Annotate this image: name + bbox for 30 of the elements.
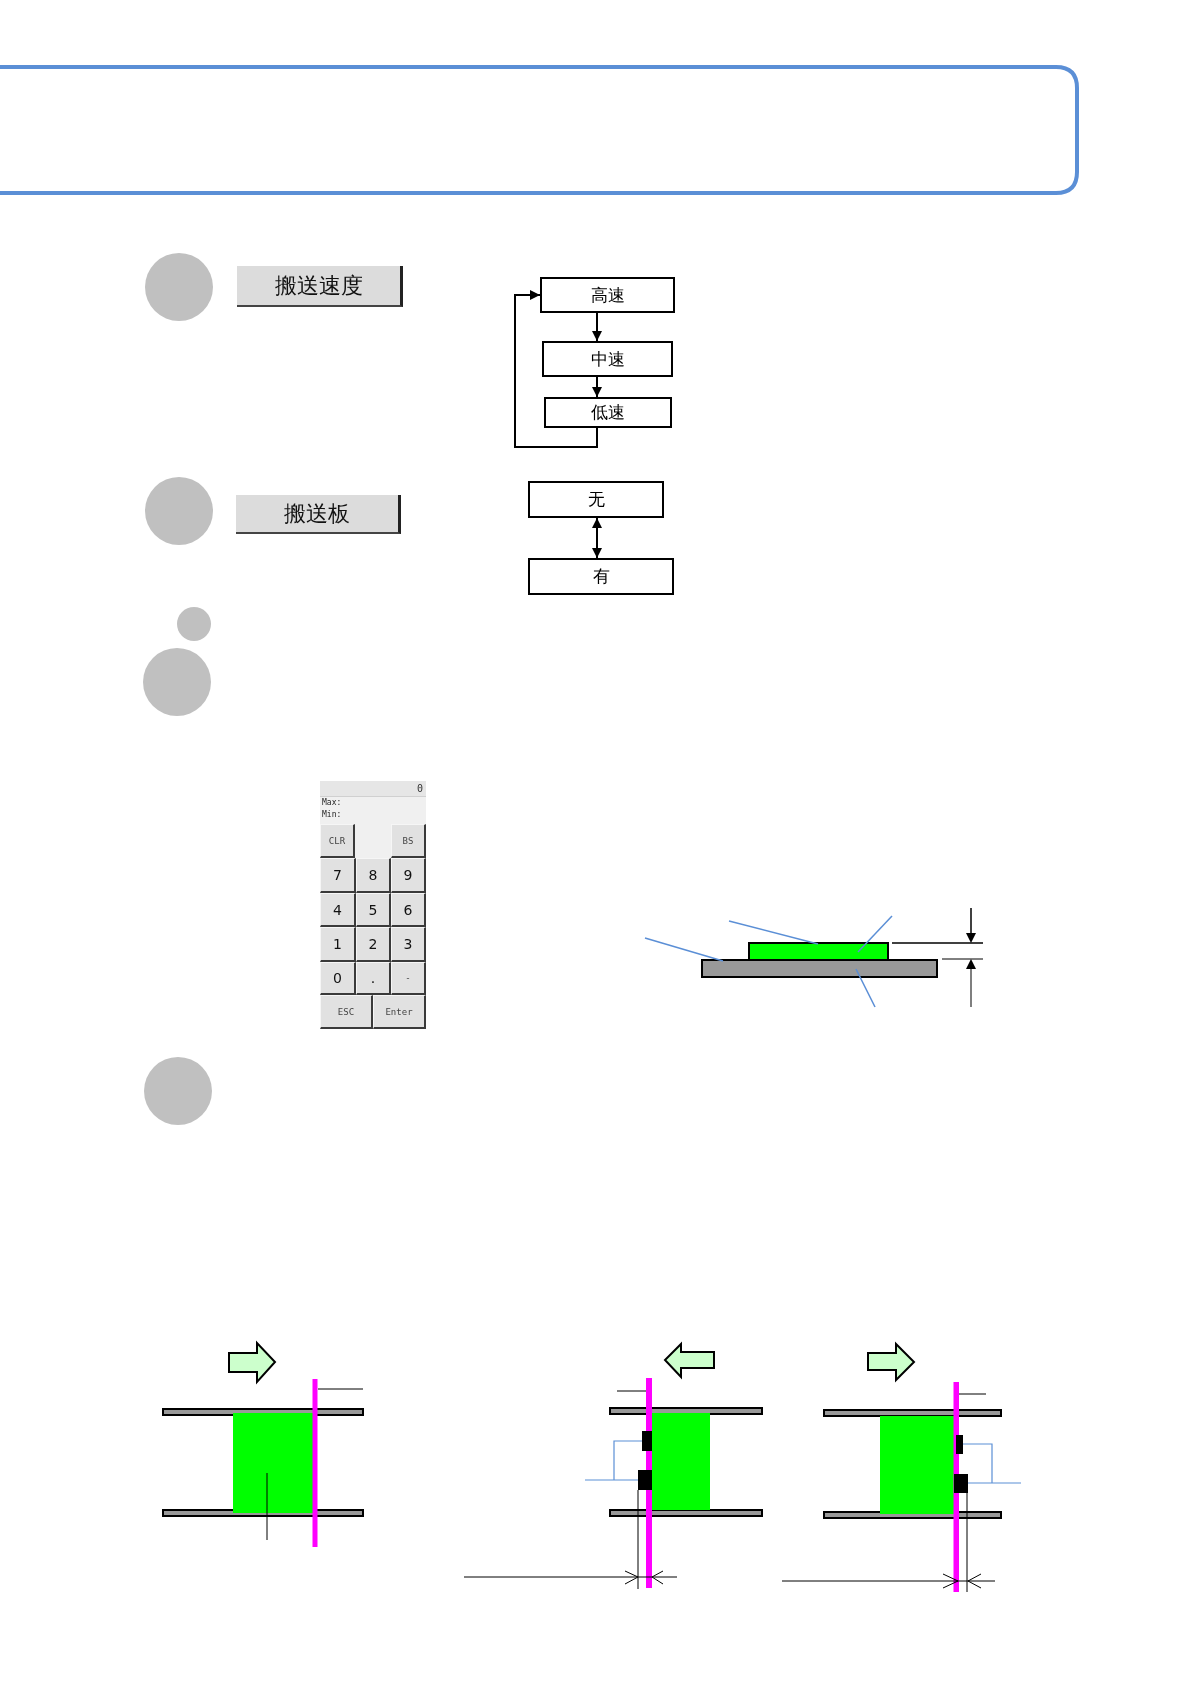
enter-key: Enter — [373, 995, 426, 1029]
limit-label: Max: — [322, 798, 342, 808]
double-arrow — [592, 517, 602, 559]
decimal-point-key: . — [356, 962, 391, 995]
option-box: 无 — [528, 481, 664, 518]
setting-button: 搬送速度 — [237, 266, 403, 307]
display-field: 0 — [320, 781, 426, 797]
digit-key: 5 — [356, 893, 391, 927]
backspace-key: BS — [391, 824, 426, 858]
digit-key: 9 — [391, 858, 426, 893]
arrow — [514, 290, 598, 448]
option-box: 高速 — [540, 277, 675, 313]
arrow — [592, 376, 602, 398]
arrow — [592, 312, 602, 342]
digit-key: 6 — [391, 893, 426, 927]
option-box: 有 — [528, 558, 674, 595]
option-box: 低速 — [544, 397, 672, 428]
option-box: 中速 — [542, 341, 673, 377]
escape-key: ESC — [320, 995, 373, 1029]
minus-key: - — [391, 962, 426, 995]
digit-key: 3 — [391, 927, 426, 962]
setting-button: 搬送板 — [236, 495, 401, 534]
limit-label: Min: — [322, 810, 342, 820]
digit-key: 1 — [320, 927, 356, 962]
digit-key: 4 — [320, 893, 356, 927]
digit-key: 2 — [356, 927, 391, 962]
digit-key: 7 — [320, 858, 356, 893]
digit-key: 8 — [356, 858, 391, 893]
digit-key: 0 — [320, 962, 356, 995]
clear-key: CLR — [320, 824, 355, 858]
